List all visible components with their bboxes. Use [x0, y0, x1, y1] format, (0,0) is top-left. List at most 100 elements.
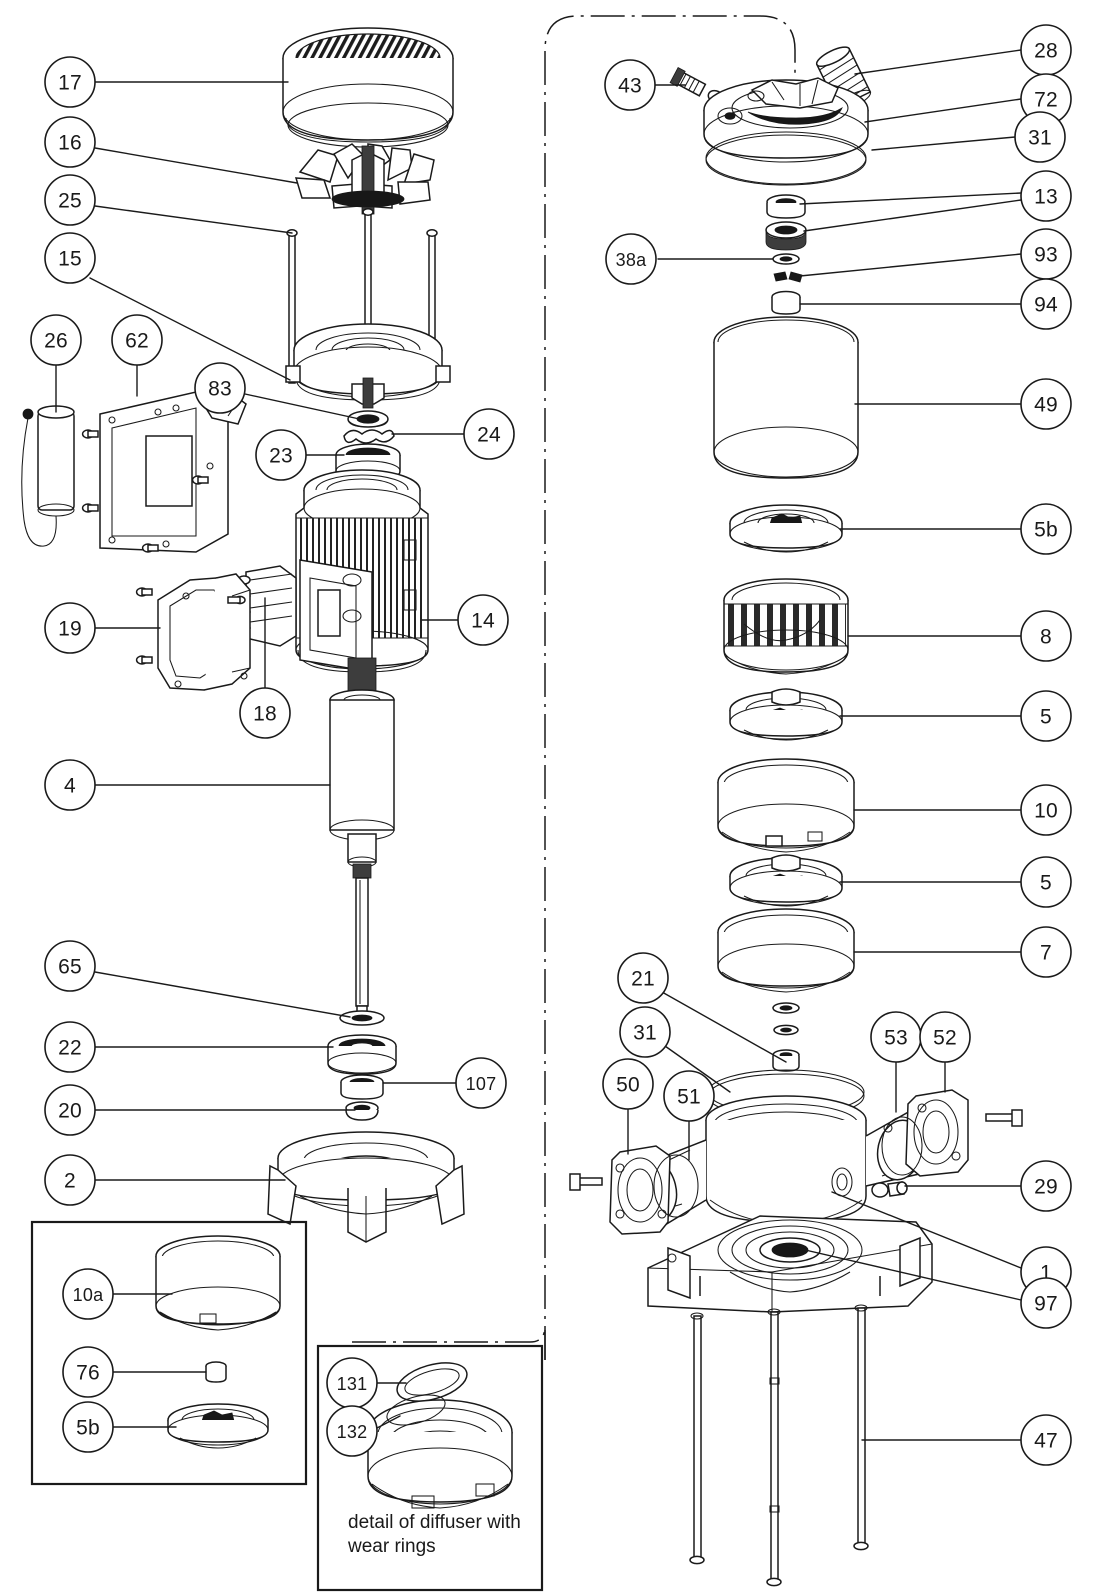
callout-43-drain-plug[interactable]: 43: [604, 59, 656, 111]
callout-number: 51: [677, 1086, 701, 1109]
callout-25-tie-rod-long[interactable]: 25: [44, 174, 96, 226]
callout-10a-chamber-with-wear-ring[interactable]: 10a: [62, 1268, 114, 1320]
callout-bubble[interactable]: [617, 952, 669, 1004]
callout-132-diffuser-wear-ring[interactable]: 132: [326, 1405, 378, 1457]
part-top-impeller: [729, 504, 843, 553]
callout-53-discharge-gasket[interactable]: 53: [870, 1011, 922, 1063]
callout-bubble[interactable]: [1020, 378, 1072, 430]
callout-7-bottom-chamber[interactable]: 7: [1020, 926, 1072, 978]
part-fan-cover: [282, 27, 454, 148]
callout-51-flange-gasket[interactable]: 51: [663, 1070, 715, 1122]
callout-bubble[interactable]: [255, 429, 307, 481]
callout-bubble[interactable]: [1020, 1160, 1072, 1212]
callout-131-upper-wear-ring[interactable]: 131: [326, 1357, 378, 1409]
callout-49-outer-sleeve[interactable]: 49: [1020, 378, 1072, 430]
callout-23-upper-bearing[interactable]: 23: [255, 429, 307, 481]
callout-26-capacitor[interactable]: 26: [30, 314, 82, 366]
callout-52-discharge-flange[interactable]: 52: [919, 1011, 971, 1063]
callout-bubble[interactable]: [30, 314, 82, 366]
callout-4-pump-shaft[interactable]: 4: [44, 759, 96, 811]
callout-13-seal-washer[interactable]: 13: [1020, 170, 1072, 222]
callout-bubble[interactable]: [44, 602, 96, 654]
callout-65-shaft-circlip[interactable]: 65: [44, 940, 96, 992]
callout-bubble[interactable]: [1020, 1414, 1072, 1466]
callout-bubble[interactable]: [1020, 610, 1072, 662]
callout-21-impeller-nut[interactable]: 21: [617, 952, 669, 1004]
callout-bubble[interactable]: [463, 408, 515, 460]
callout-bubble[interactable]: [457, 594, 509, 646]
callout-28-spring[interactable]: 28: [1020, 24, 1072, 76]
part-pump-shaft: [329, 657, 395, 1024]
callout-76-wear-bush[interactable]: 76: [62, 1346, 114, 1398]
callout-bubble[interactable]: [111, 314, 163, 366]
callout-72-mechanical-seal[interactable]: 72: [1020, 73, 1072, 125]
callout-bubble[interactable]: [1020, 1277, 1072, 1329]
callout-bubble[interactable]: [1014, 111, 1066, 163]
callout-107-seal-ring[interactable]: 107: [455, 1057, 507, 1109]
part-base-plate: [647, 1215, 933, 1313]
callout-bubble[interactable]: [919, 1011, 971, 1063]
callout-bubble[interactable]: [619, 1006, 671, 1058]
callout-number: 97: [1034, 1293, 1058, 1316]
callout-bubble[interactable]: [44, 56, 96, 108]
callout-31-o-ring-seal-housing[interactable]: 31: [1014, 111, 1066, 163]
callout-bubble[interactable]: [62, 1401, 114, 1453]
callout-bubble[interactable]: [62, 1346, 114, 1398]
callout-5-impeller-upper[interactable]: 5: [1020, 690, 1072, 742]
callout-38a-o-ring-small[interactable]: 38a: [605, 233, 657, 285]
callout-bubble[interactable]: [455, 1057, 507, 1109]
callout-15-motor-end-shield[interactable]: 15: [44, 232, 96, 284]
callout-20-o-ring[interactable]: 20: [44, 1084, 96, 1136]
callout-31-o-ring-housing[interactable]: 31: [619, 1006, 671, 1058]
callout-14-motor[interactable]: 14: [457, 594, 509, 646]
callout-bubble[interactable]: [1020, 784, 1072, 836]
callout-bubble[interactable]: [1020, 856, 1072, 908]
callout-bubble[interactable]: [44, 116, 96, 168]
callout-10-chamber[interactable]: 10: [1020, 784, 1072, 836]
callout-bubble[interactable]: [1020, 170, 1072, 222]
callout-bubble[interactable]: [602, 1058, 654, 1110]
callout-number: 5: [1040, 706, 1052, 729]
callout-number: 94: [1034, 294, 1058, 317]
callout-93-key[interactable]: 93: [1020, 228, 1072, 280]
callout-bubble[interactable]: [62, 1268, 114, 1320]
callout-19-terminal-box-cover[interactable]: 19: [44, 602, 96, 654]
callout-50-suction-flange[interactable]: 50: [602, 1058, 654, 1110]
callout-bubble[interactable]: [663, 1070, 715, 1122]
callout-18-terminal-block[interactable]: 18: [239, 687, 291, 739]
part-seal-ring: [340, 1074, 384, 1100]
callout-bubble[interactable]: [1020, 503, 1072, 555]
callout-bubble[interactable]: [44, 1021, 96, 1073]
callout-16-cooling-fan[interactable]: 16: [44, 116, 96, 168]
callout-5b-impeller-with-wear-ring[interactable]: 5b: [62, 1401, 114, 1453]
callout-bubble[interactable]: [44, 1154, 96, 1206]
callout-number: 31: [633, 1022, 657, 1045]
callout-bubble[interactable]: [44, 232, 96, 284]
callout-47-tie-rod[interactable]: 47: [1020, 1414, 1072, 1466]
callout-bubble[interactable]: [1020, 926, 1072, 978]
callout-bubble[interactable]: [1020, 690, 1072, 742]
callout-bubble[interactable]: [604, 59, 656, 111]
callout-24-wave-washer[interactable]: 24: [463, 408, 515, 460]
callout-62-terminal-box-body[interactable]: 62: [111, 314, 163, 366]
callout-bubble[interactable]: [1020, 278, 1072, 330]
callout-bubble[interactable]: [44, 174, 96, 226]
callout-94-spacer-bush[interactable]: 94: [1020, 278, 1072, 330]
callout-2-motor-stool[interactable]: 2: [44, 1154, 96, 1206]
callout-83-spring-washer[interactable]: 83: [194, 362, 246, 414]
callout-bubble[interactable]: [239, 687, 291, 739]
callout-bubble[interactable]: [326, 1405, 378, 1457]
callout-29-flange-bolt[interactable]: 29: [1020, 1160, 1072, 1212]
callout-bubble[interactable]: [44, 1084, 96, 1136]
callout-bubble[interactable]: [194, 362, 246, 414]
callout-17-fan-cover[interactable]: 17: [44, 56, 96, 108]
callout-bubble[interactable]: [44, 940, 96, 992]
callout-97-base-plate[interactable]: 97: [1020, 1277, 1072, 1329]
callout-5-impeller-lower[interactable]: 5: [1020, 856, 1072, 908]
part-shaft-circlip: [339, 1010, 385, 1026]
callout-8-diffuser-cage[interactable]: 8: [1020, 610, 1072, 662]
callout-5b-top-impeller[interactable]: 5b: [1020, 503, 1072, 555]
callout-22-lower-bearing[interactable]: 22: [44, 1021, 96, 1073]
callout-bubble[interactable]: [605, 233, 657, 285]
callout-bubble[interactable]: [44, 759, 96, 811]
